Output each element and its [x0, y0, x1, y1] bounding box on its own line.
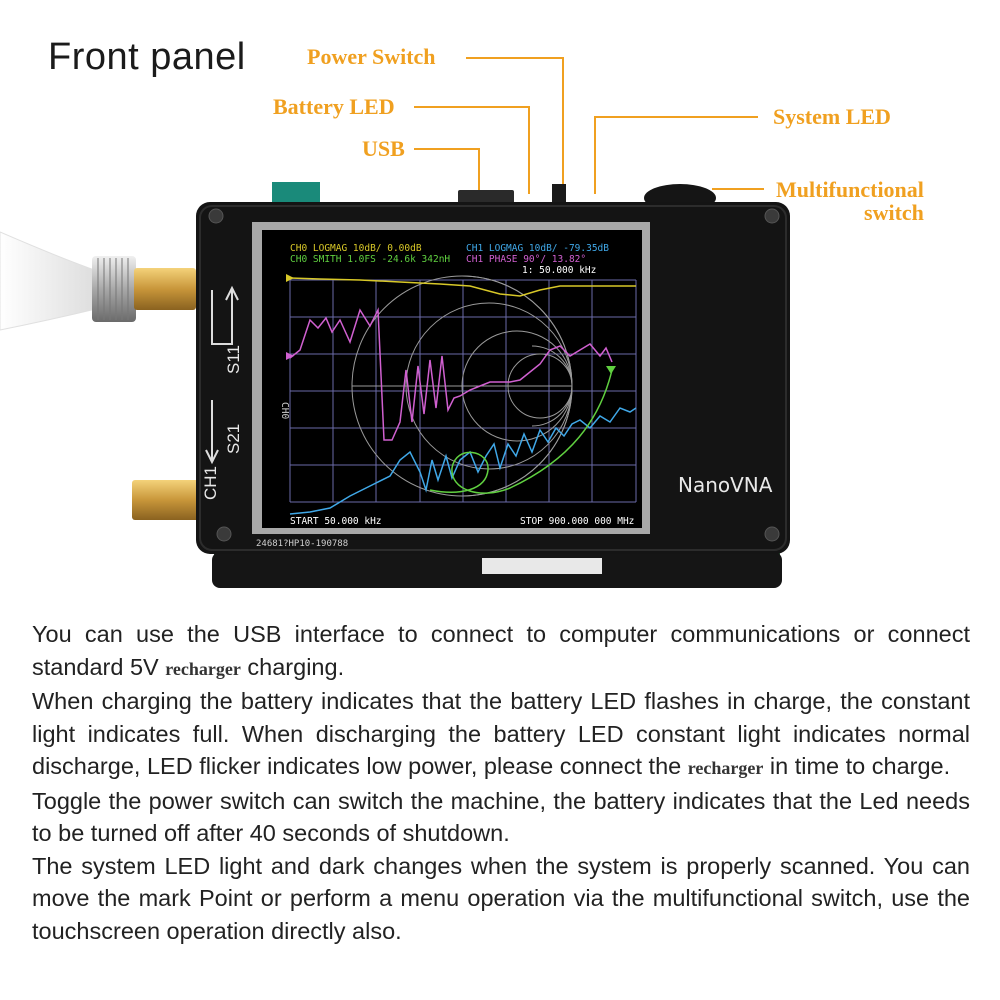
- usb-leader: [414, 148, 480, 150]
- system-led-label: System LED: [773, 104, 891, 129]
- trace-cyan: [289, 407, 637, 515]
- power-switch-leader: [466, 57, 564, 59]
- screen-stop: STOP 900.000 000 MHz: [520, 516, 634, 527]
- power-switch-knob: [552, 184, 566, 206]
- device-illustration: S11 S21 CH1 24681?HP10-190788: [0, 160, 1000, 600]
- ch1-port-label: CH1: [201, 466, 220, 500]
- screen-trace3: CH1 LOGMAG 10dB/ -79.35dB: [466, 243, 609, 254]
- paragraph-battery: When charging the battery indicates that…: [32, 685, 970, 785]
- multifunctional-switch-line2: switch: [864, 200, 924, 225]
- marker-triangle-icon: [606, 366, 616, 374]
- recharger-term: recharger: [687, 758, 764, 778]
- power-switch-label: Power Switch: [307, 44, 436, 69]
- trace-magenta: [289, 307, 613, 441]
- s21-port-label: S21: [224, 424, 243, 454]
- system-led-leader: [594, 116, 758, 118]
- multifunctional-switch-label: Multifunctional switch: [776, 178, 924, 224]
- paragraph-usb-text-a: You can use the USB interface to connect…: [32, 621, 970, 680]
- battery-edge: [482, 558, 602, 574]
- ref-marker-magenta-icon: [286, 352, 294, 360]
- screen-start: START 50.000 kHz: [290, 516, 382, 527]
- paragraph-battery-text-a: When charging the battery indicates that…: [32, 688, 970, 779]
- battery-led-label: Battery LED: [273, 94, 395, 119]
- paragraph-usb-text-c: charging.: [240, 653, 345, 680]
- s11-arrow-icon: [211, 285, 239, 345]
- knurled-nut: [92, 256, 136, 322]
- trace-green: [429, 369, 613, 494]
- nanovna-device: S11 S21 CH1 24681?HP10-190788: [0, 182, 790, 588]
- screen-trace2: CH0 SMITH 1.0FS -24.6k 342nH: [290, 254, 450, 265]
- paragraph-battery-text-c: in time to charge.: [763, 753, 951, 779]
- ref-marker-yellow-icon: [286, 274, 294, 282]
- page-title: Front panel: [48, 36, 246, 78]
- trace-yellow: [289, 277, 636, 297]
- description-text: You can use the USB interface to connect…: [32, 618, 970, 947]
- screen-ch0-label: CH0: [279, 402, 290, 419]
- screen-marker: 1: 50.000 kHz: [522, 265, 596, 276]
- usb-leader-drop: [478, 148, 480, 194]
- battery-led-leader: [414, 106, 530, 108]
- paragraph-system-led: The system LED light and dark changes wh…: [32, 852, 970, 944]
- serial-number: 24681?HP10-190788: [256, 539, 348, 549]
- device-case-bevel: [199, 205, 787, 551]
- paragraph-usb: You can use the USB interface to connect…: [32, 618, 970, 685]
- s11-port-label: S11: [224, 345, 243, 374]
- system-led-leader-drop: [594, 116, 596, 194]
- s11-sma-connector: [134, 268, 196, 310]
- recharger-term: recharger: [165, 658, 241, 679]
- coax-cable: [0, 231, 101, 331]
- multifunctional-switch-leader: [712, 188, 764, 190]
- nanovna-brand: NanoVNA: [678, 473, 773, 497]
- usb-label: USB: [362, 136, 405, 161]
- paragraph-power-switch: Toggle the power switch can switch the m…: [32, 787, 970, 847]
- battery-led-leader-drop: [528, 106, 530, 194]
- screen-trace1: CH0 LOGMAG 10dB/ 0.00dB: [290, 243, 422, 254]
- knurl-lines: [97, 258, 129, 320]
- power-switch-leader-drop: [562, 57, 564, 189]
- s21-sma-connector: [132, 480, 200, 520]
- screen-trace4: CH1 PHASE 90°/ 13.82°: [466, 254, 586, 265]
- smith-chart: [351, 275, 573, 497]
- case-screws: [208, 208, 780, 542]
- multifunctional-switch-line1: Multifunctional: [776, 177, 924, 202]
- s21-arrow-icon: [205, 400, 219, 465]
